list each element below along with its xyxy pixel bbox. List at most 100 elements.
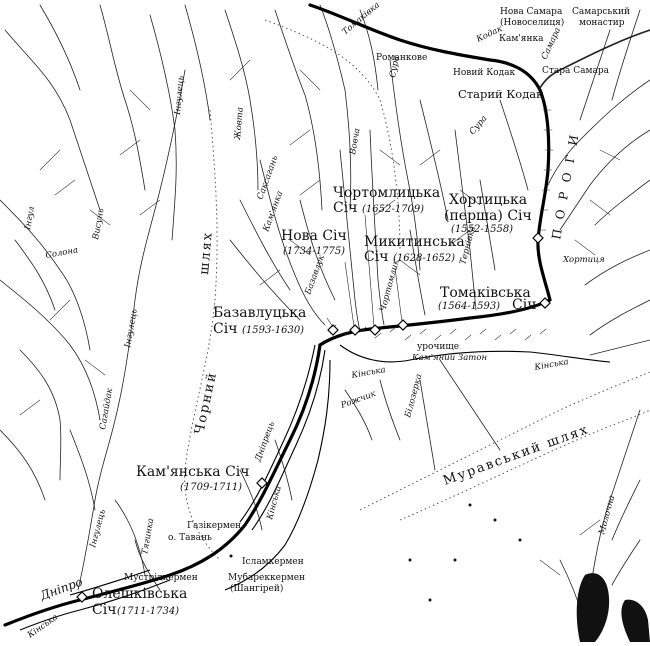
- stream: [114, 499, 146, 576]
- sich-marker-tomakivka: [539, 297, 551, 309]
- lake-dot: [453, 558, 457, 562]
- stream: [539, 519, 601, 576]
- place-novyi-kodak: Новий Кодак: [453, 68, 515, 78]
- sich-marker-chortomlyk: [369, 324, 381, 336]
- river-bilozerka: Білозерка: [403, 373, 425, 420]
- lake-shape: [576, 573, 610, 642]
- sich-suffix-tomakivka: Січ: [512, 297, 536, 313]
- place-novoselytsia: (Новоселиця): [500, 17, 564, 28]
- place-mubarekkermen: Мубареккермен: [228, 572, 305, 583]
- river-sura: Сура: [388, 55, 402, 78]
- stream: [344, 389, 373, 441]
- stream: [439, 359, 501, 451]
- stream: [0, 199, 91, 351]
- sich-suffix-bazavluk: Січ: [213, 321, 237, 337]
- river-rozhchyk: Рожчик: [339, 389, 378, 411]
- kinska-channel-south: [224, 359, 331, 591]
- stream: [39, 149, 111, 226]
- river-inhulets-3: Інгулець: [88, 508, 108, 550]
- stream: [409, 229, 426, 316]
- river-solona: Солона: [45, 245, 79, 261]
- place-romankove: Романкове: [376, 53, 427, 63]
- sich-name-nova: Нова Січ: [281, 228, 347, 244]
- stream: [119, 89, 161, 216]
- stream: [419, 149, 481, 246]
- stream: [454, 129, 477, 311]
- sich-name-kamianka: Кам'янська Січ: [136, 464, 250, 480]
- stream: [184, 4, 211, 121]
- sich-name-oleshky: Олешківська: [92, 586, 187, 602]
- river-inhulets: Інгулець: [173, 75, 186, 116]
- stream: [419, 99, 449, 221]
- stream: [259, 179, 321, 286]
- rapids-label: П О Р О Г И: [549, 131, 582, 240]
- leader-line: [344, 261, 355, 328]
- sich-name-khortytsia: Хортицька: [449, 192, 527, 208]
- river-kinska: Кінська: [350, 365, 387, 381]
- road-chornyi-1: Чорний: [192, 370, 220, 436]
- road-muravskyi: Муравський шлях: [441, 422, 591, 489]
- place-o-tavan: о. Тавань: [168, 533, 212, 543]
- lake-dot: [428, 598, 432, 602]
- stream: [479, 179, 496, 271]
- river-dniprets: Дніпрець: [253, 420, 277, 464]
- stream: [594, 179, 650, 226]
- sich-marker-mykytyn: [397, 319, 409, 331]
- stream: [374, 149, 421, 276]
- stream: [574, 149, 621, 256]
- sich-dates-chortomlyk: (1652-1709): [362, 204, 424, 215]
- sich-marker-kamianka: [256, 477, 268, 489]
- sich-marker-bazavluk: [327, 324, 339, 336]
- kinska-channel: [339, 344, 611, 363]
- stream: [229, 239, 301, 321]
- place-kamianyi-zaton: Кам'яний Затон: [411, 353, 487, 363]
- road-chornyi-2: шлях: [197, 230, 216, 275]
- stream: [39, 4, 81, 91]
- roads-layer: [184, 19, 650, 561]
- stream: [14, 239, 56, 311]
- sich-dates-khortytsia: (1552-1558): [451, 224, 513, 235]
- stream: [589, 339, 650, 356]
- sich-name-tomakivka: Томаківська: [440, 285, 531, 301]
- labels-layer: Олешківська Січ (1711-1734) Кам'янська С…: [23, 0, 630, 641]
- marsh-hatch: [329, 324, 547, 341]
- stream: [299, 199, 336, 301]
- stream: [589, 299, 650, 336]
- sich-name-chortomlyk: Чортомлицька: [333, 185, 440, 201]
- stream: [359, 9, 379, 91]
- river-inhul: Інгул: [23, 206, 37, 232]
- muravskyi-road-line-2: [399, 409, 650, 521]
- river-molochna: Молочна: [597, 494, 617, 536]
- stream: [239, 199, 291, 291]
- river-voltchia: Вовча: [348, 128, 363, 157]
- sich-marker-oleshky: [76, 591, 88, 603]
- chornyi-road-line: [184, 109, 221, 561]
- place-urochyshche: урочище: [417, 342, 459, 352]
- stream: [559, 129, 650, 231]
- stream: [19, 349, 62, 481]
- rapids-hatch: [537, 109, 554, 231]
- dnipro-channel: [239, 344, 316, 523]
- sich-dates-bazavluk: (1593-1630): [242, 325, 304, 336]
- place-gazikermen: Газікермен: [187, 521, 241, 531]
- lake-dot: [468, 503, 472, 507]
- stream: [419, 379, 436, 471]
- sich-suffix-mykytyn: Січ: [364, 249, 388, 265]
- sich-dates-mykytyn: (1628-1652): [393, 253, 455, 264]
- river-tiahynka: Тягинка: [140, 518, 156, 556]
- place-stara-samara: Стара Самара: [542, 66, 610, 76]
- lake-shape: [621, 599, 650, 642]
- sich-dates-oleshky: (1711-1734): [117, 606, 179, 617]
- fortress-dot: [229, 554, 233, 558]
- stream: [499, 99, 529, 191]
- samara-stream: [539, 29, 650, 89]
- lake-dot: [493, 518, 497, 522]
- dnipro-channel: [251, 349, 326, 531]
- stream: [319, 4, 352, 211]
- stream: [134, 539, 161, 591]
- lake-dot: [408, 558, 412, 562]
- sich-markers: [76, 214, 551, 603]
- stream: [229, 59, 321, 146]
- river-kinska-3: Кінська: [533, 357, 570, 373]
